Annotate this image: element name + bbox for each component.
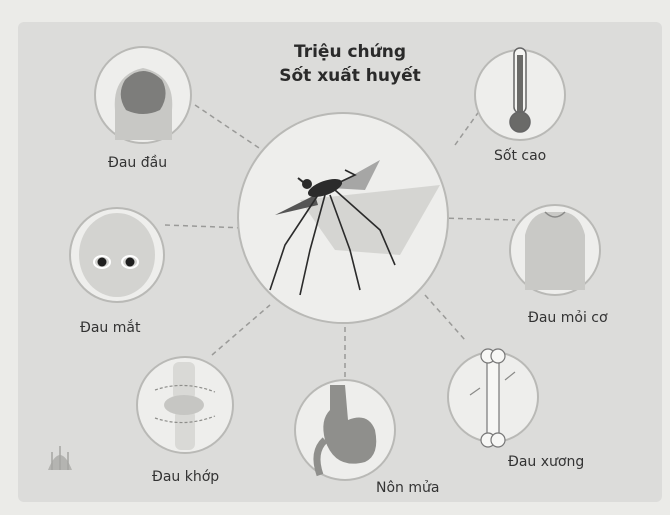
label-headache: Đau đầu	[108, 155, 167, 171]
title-line-1: Triệu chứng	[270, 40, 430, 64]
head-icon	[115, 68, 173, 140]
connector-bone	[425, 295, 465, 340]
diagram-title: Triệu chứng Sốt xuất huyết	[270, 40, 430, 88]
connector-joint	[212, 305, 270, 355]
title-line-2: Sốt xuất huyết	[270, 64, 430, 88]
connector-fever	[455, 110, 480, 145]
connector-muscle	[440, 218, 515, 220]
publisher-logo-icon	[48, 446, 72, 470]
torso-icon	[525, 212, 585, 290]
label-joint-pain: Đau khớp	[152, 469, 219, 485]
connector-headache	[195, 105, 262, 150]
face-eyes-icon	[79, 213, 155, 297]
label-muscle-pain: Đau mỏi cơ	[528, 310, 608, 326]
label-eye-pain: Đau mắt	[80, 320, 140, 336]
label-fever: Sốt cao	[494, 148, 546, 164]
label-vomiting: Nôn mửa	[376, 480, 439, 496]
label-bone-pain: Đau xương	[508, 454, 584, 470]
connector-eye	[165, 225, 245, 228]
